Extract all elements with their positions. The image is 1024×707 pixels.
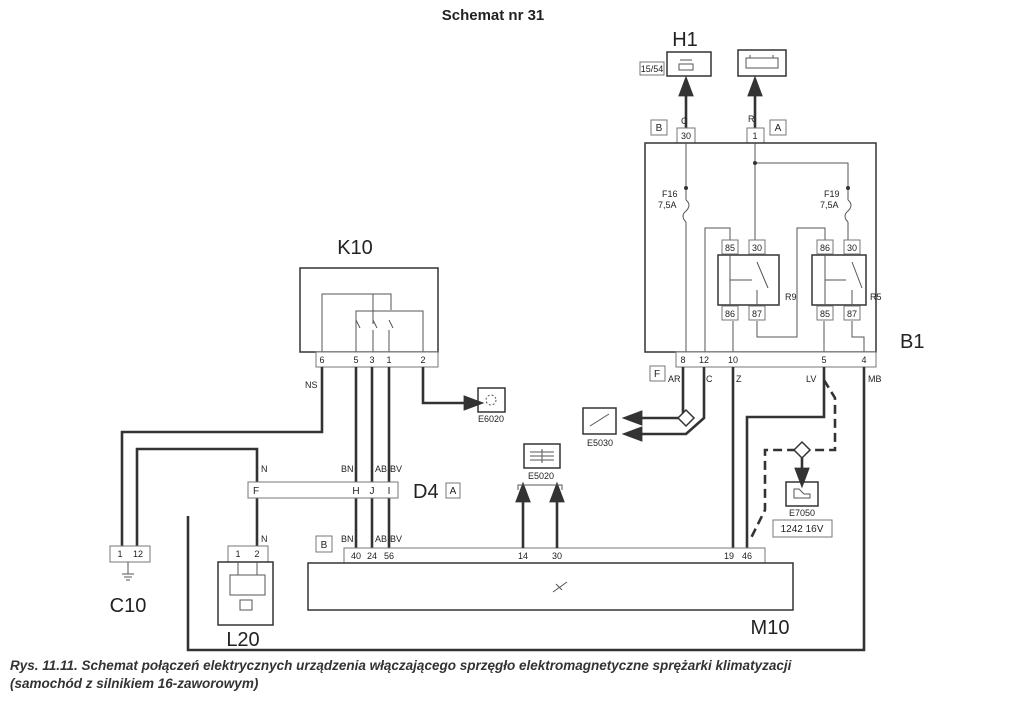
fuse-f19-name: F19	[824, 189, 840, 199]
b1-pin: 4	[861, 355, 866, 365]
e6020-fan-icon	[477, 387, 506, 413]
b1-pin: 5	[821, 355, 826, 365]
wire-n: N	[261, 534, 268, 544]
l20-label: L20	[226, 629, 259, 651]
c10-pin: 12	[133, 549, 143, 559]
relay-pin: 85	[725, 243, 735, 253]
key-icon	[678, 59, 694, 71]
b1-connector-b: B	[656, 123, 663, 134]
wire-lv: LV	[806, 374, 816, 384]
e5020-label: E5020	[528, 471, 554, 481]
c10-connector	[109, 545, 151, 563]
d4-box: A	[450, 486, 457, 497]
k10-pin: 5	[353, 355, 358, 365]
b1-connector-f	[675, 351, 877, 368]
k10-pin: 6	[319, 355, 324, 365]
wire-mb: MB	[868, 374, 882, 384]
wire-n: N	[261, 464, 268, 474]
fuse-f19-rating: 7,5A	[820, 200, 839, 210]
relay-pin: 86	[820, 243, 830, 253]
k10-pin: 2	[420, 355, 425, 365]
k10-pin: 1	[386, 355, 391, 365]
e7050-label: E7050	[789, 508, 815, 518]
wire-bn: BN	[341, 464, 354, 474]
figure-caption-line2: (samochód z silnikiem 16-zaworowym)	[10, 676, 259, 691]
b1-pin: 1	[752, 131, 757, 141]
k10-switch-unit	[299, 267, 439, 353]
m10-pin: 14	[518, 551, 528, 561]
e7050-spec: 1242 16V	[781, 524, 824, 535]
fuse-f16-rating: 7,5A	[658, 200, 677, 210]
e7050-sensor-icon	[785, 481, 819, 507]
wire-ar: AR	[668, 374, 681, 384]
b1-connector-a: A	[775, 123, 782, 134]
relay-pin: 87	[752, 309, 762, 319]
injector-icon	[552, 581, 568, 593]
d4-pin: H	[352, 486, 359, 497]
wire-z: Z	[736, 374, 742, 384]
relay-pin: 86	[725, 309, 735, 319]
relay-pin: 85	[820, 309, 830, 319]
e5020-radiator-fan-icon	[523, 443, 561, 469]
b1-label: B1	[900, 331, 924, 353]
e6020-label: E6020	[478, 414, 504, 424]
ground-icon	[122, 562, 134, 581]
e5030-label: E5030	[587, 438, 613, 448]
l20-heater-element	[217, 561, 274, 626]
wire-c: C	[706, 374, 713, 384]
wire-bv: BV	[390, 464, 402, 474]
m10-pin: 19	[724, 551, 734, 561]
figure-caption-line1: Rys. 11.11. Schemat połączeń elektryczny…	[10, 658, 792, 673]
wire-c: C	[681, 116, 688, 126]
d4-pin: J	[370, 486, 375, 497]
fuse-f19-icon	[844, 199, 852, 223]
wire-bn: BN	[341, 534, 354, 544]
m10-pin: 30	[552, 551, 562, 561]
d4-pin: I	[388, 486, 391, 497]
fuse-f16-icon	[682, 199, 690, 223]
m10-label: M10	[751, 617, 790, 639]
relay-r9: 85 30 86 87 R9	[717, 239, 797, 321]
b1-pin: 10	[728, 355, 738, 365]
m10-pin: 40	[351, 551, 361, 561]
wire-ab: AB	[375, 464, 387, 474]
l20-connector	[227, 545, 269, 563]
m10-connector-b: B	[321, 540, 328, 551]
m10-pin: 56	[384, 551, 394, 561]
c10-label: C10	[110, 595, 147, 617]
l20-pin: 1	[235, 549, 240, 559]
m10-pin: 46	[742, 551, 752, 561]
m10-pin: 24	[367, 551, 377, 561]
h1-terminal: 15/54	[641, 64, 664, 74]
wire-bv: BV	[390, 534, 402, 544]
relay-pin: 30	[752, 243, 762, 253]
relay-pin: 30	[847, 243, 857, 253]
relay-r5: 86 30 85 87 R5	[811, 239, 882, 321]
k10-pin: 3	[369, 355, 374, 365]
battery-icon	[737, 49, 787, 77]
relay-r5-label: R5	[870, 292, 882, 302]
d4-label: D4	[413, 481, 439, 503]
k10-label: K10	[337, 237, 373, 259]
diagram-title: Schemat nr 31	[442, 7, 545, 24]
b1-pin: 12	[699, 355, 709, 365]
fuse-f16-name: F16	[662, 189, 678, 199]
m10-engine-ecu	[307, 562, 794, 611]
wire-ns: NS	[305, 380, 318, 390]
d4-connector	[247, 481, 399, 499]
relay-pin: 87	[847, 309, 857, 319]
l20-pin: 2	[254, 549, 259, 559]
c10-pin: 1	[117, 549, 122, 559]
wire-r: R	[748, 114, 755, 124]
e5030-compressor-clutch-icon	[582, 407, 617, 435]
b1-pin: 8	[680, 355, 685, 365]
wire-ab: AB	[375, 534, 387, 544]
relay-r9-label: R9	[785, 292, 797, 302]
b1-pin: 30	[681, 131, 691, 141]
b1-connector-f-label: F	[654, 369, 660, 380]
d4-pin: F	[253, 486, 259, 497]
h1-label: H1	[672, 29, 698, 51]
